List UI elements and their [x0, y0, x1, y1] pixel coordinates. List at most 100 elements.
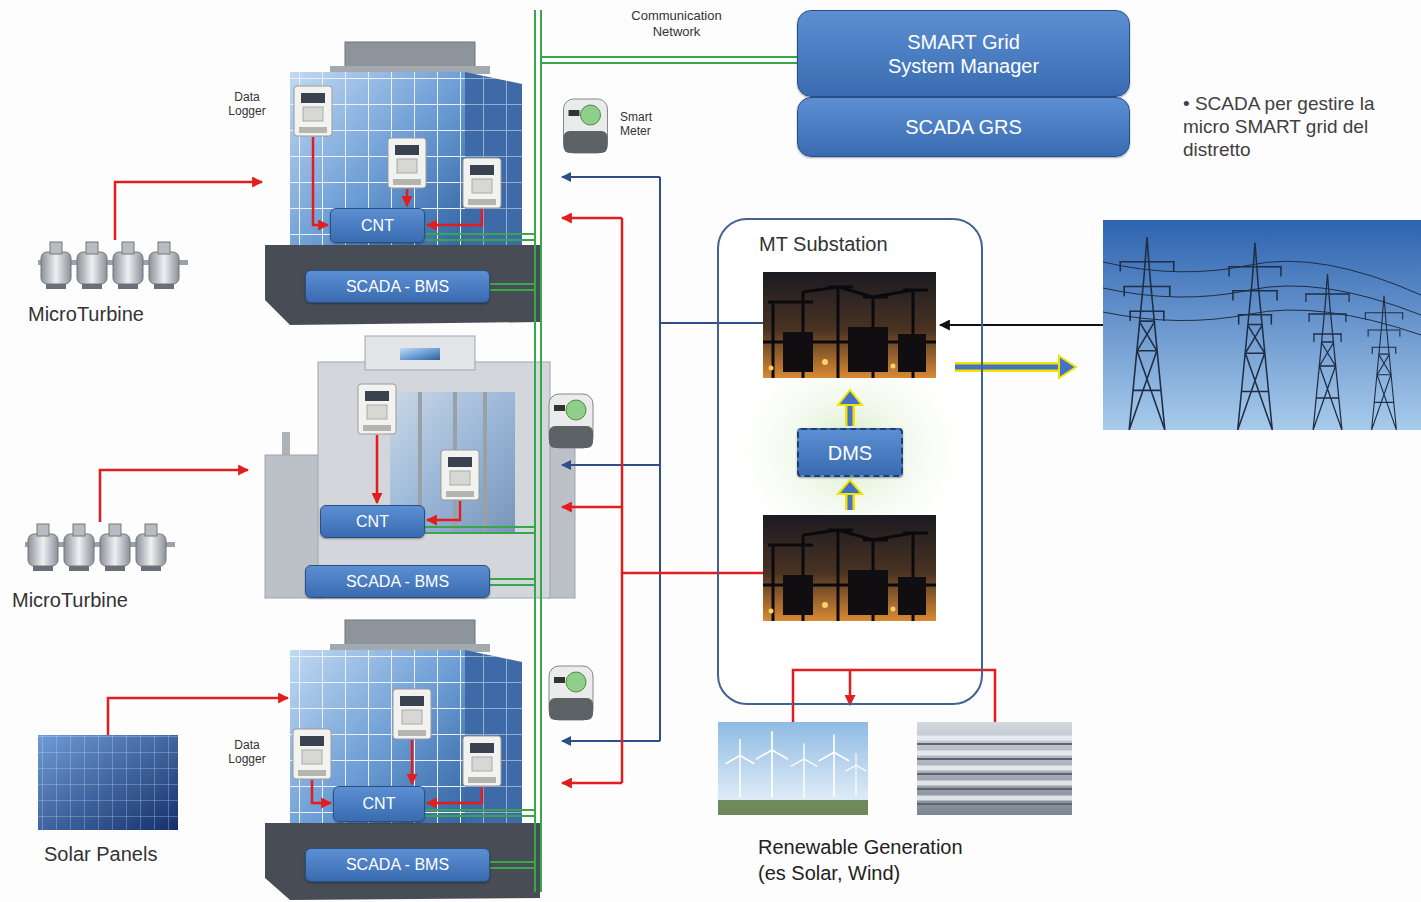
feeder-line [660, 177, 763, 741]
window-grid [290, 72, 465, 260]
node-text: CNT [363, 794, 396, 813]
feeder-arrow [562, 464, 660, 466]
arrow-shaft [955, 365, 1060, 370]
power-wires [1103, 261, 1421, 335]
substation-photo [763, 515, 936, 621]
crown [365, 336, 475, 370]
substation-photo [763, 272, 936, 378]
ground [718, 800, 868, 815]
pylon [1305, 274, 1350, 430]
office-tower [265, 620, 540, 900]
microturbine-icon [38, 242, 188, 289]
wind-photo [718, 722, 868, 815]
smart-meter-icon [564, 99, 608, 153]
logger-arrows [312, 137, 482, 803]
arrow-shaft [848, 493, 853, 510]
logger-arrow [427, 209, 482, 225]
cnt-box: CNT [330, 208, 425, 243]
manager-box: SMART Grid System Manager [797, 10, 1130, 97]
dms-box: DMS [797, 428, 903, 477]
glass-facade [290, 72, 465, 260]
node-text: CNT [356, 512, 389, 531]
microturbine-icon [25, 524, 175, 571]
arrow-outline [845, 404, 855, 426]
node-text: SCADA - BMS [346, 855, 449, 874]
logger-arrow [427, 787, 482, 803]
bms-box: SCADA - BMS [305, 848, 490, 882]
pylon [1119, 237, 1174, 430]
data-logger-icon [294, 86, 332, 136]
substation-region: MT SubstationDMS [717, 218, 983, 705]
network-label: Communication Network [614, 8, 739, 39]
feed-arrow [100, 470, 248, 522]
logger-arrow [312, 780, 331, 803]
main-block [318, 362, 550, 598]
arrow-head [1059, 356, 1076, 378]
caption: MicroTurbine [12, 588, 192, 612]
node-text: DMS [828, 441, 872, 465]
node-text: CNT [361, 216, 394, 235]
data-logger-icon [358, 384, 396, 434]
office-building [265, 336, 575, 598]
feeder-arrow [562, 740, 660, 742]
data-logger-icon [463, 736, 501, 786]
spire [282, 432, 290, 458]
caption: Solar Panels [44, 842, 224, 866]
solar-panel-cells [38, 735, 178, 830]
node-text: Renewable Generation (es Solar, Wind) [758, 834, 986, 886]
distribution-red [562, 218, 763, 783]
roof-block [345, 620, 475, 648]
arrow-outline [955, 362, 1060, 372]
feeder-arrow [562, 782, 622, 785]
transmission-photo [1103, 220, 1421, 430]
node-text: MT Substation [759, 232, 981, 256]
bms-box: SCADA - BMS [305, 565, 490, 598]
supply-arrow [940, 324, 1103, 326]
feed-connector [793, 670, 850, 722]
feeder-arrow [562, 217, 622, 220]
solar-field-photo [917, 722, 1072, 815]
distribution-blue [562, 177, 763, 741]
node-text: SCADA - BMS [346, 572, 449, 591]
feeder-arrow [562, 506, 622, 509]
renewable-group: Renewable Generation (es Solar, Wind) [718, 722, 1072, 892]
region-ground [717, 218, 983, 705]
window [400, 348, 440, 360]
wind-turbine [726, 739, 755, 798]
bus-line [541, 57, 797, 63]
logger-arrow [313, 137, 328, 225]
wind-turbine [791, 743, 818, 798]
node-text: SCADA - BMS [346, 277, 449, 296]
smart-meter-icon [549, 666, 593, 720]
caption: MicroTurbine [28, 302, 208, 326]
wind-turbine [819, 735, 849, 797]
feeder-arrow [562, 176, 660, 178]
renewable-feed [850, 670, 995, 722]
pylon [1228, 243, 1282, 430]
arrow-outline [845, 493, 855, 510]
cnt-box: CNT [320, 505, 425, 538]
pillars [420, 392, 485, 532]
data-logger-icon [293, 729, 331, 779]
solar-row-shadows [917, 744, 1072, 804]
data-logger-icon [441, 450, 479, 500]
office-tower [265, 42, 540, 325]
arrow-head [838, 390, 862, 405]
logger-label: Data Logger [222, 738, 272, 767]
logger-arrow [427, 501, 460, 520]
smart-meter-icon [549, 394, 593, 448]
arrow-head [838, 480, 862, 494]
solar-panel-photo [38, 735, 178, 830]
node-text: SCADA GRS [905, 115, 1022, 139]
note-text: • SCADA per gestire la micro SMART grid … [1183, 93, 1415, 161]
wind-turbine [756, 731, 788, 797]
logger-arrow [406, 189, 409, 206]
arrow-shaft [848, 404, 853, 426]
pylon [1365, 295, 1404, 430]
meter-label: Smart Meter [620, 110, 672, 139]
node-text: SMART Grid System Manager [881, 30, 1046, 78]
feeder-line [622, 218, 763, 783]
data-logger-icon [463, 158, 501, 208]
wing [548, 440, 575, 598]
